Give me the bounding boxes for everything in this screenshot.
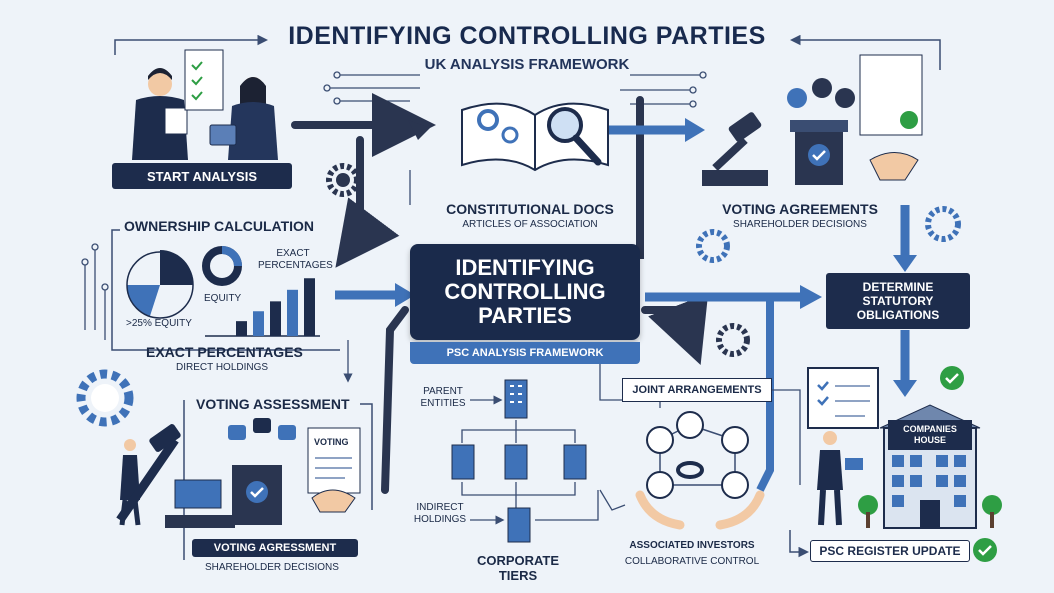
page-title: IDENTIFYING CONTROLLING PARTIES xyxy=(288,22,766,50)
voting-agreements-title: VOTING AGREEMENTS xyxy=(722,201,878,217)
title-arrows xyxy=(114,34,941,70)
psc-register-update-label: PSC REGISTER UPDATE xyxy=(810,540,970,562)
companies-house-illustration xyxy=(789,366,1002,562)
central-node: IDENTIFYING CONTROLLING PARTIES xyxy=(410,244,640,340)
gear-icons xyxy=(76,163,961,427)
central-node-title: IDENTIFYING CONTROLLING PARTIES xyxy=(444,255,606,328)
threshold-label: >25% EQUITY xyxy=(126,318,192,329)
central-node-band: PSC ANALYSIS FRAMEWORK xyxy=(410,342,640,364)
ownership-title: OWNERSHIP CALCULATION xyxy=(124,218,315,234)
corporate-tiers-tree xyxy=(451,379,599,543)
companies-house-sign: COMPANIES HOUSE xyxy=(888,420,972,450)
constitutional-docs-title: CONSTITUTIONAL DOCS xyxy=(446,201,614,217)
indirect-holdings-label: INDIRECT HOLDINGS xyxy=(413,502,467,525)
constitutional-docs-subtitle: ARTICLES OF ASSOCIATION xyxy=(462,219,598,230)
associated-investors-label: ASSOCIATED INVESTORS xyxy=(629,540,755,551)
voting-agreement-pill: VOTING AGRESSMENT xyxy=(192,539,358,557)
voting-agreements-subtitle: SHAREHOLDER DECISIONS xyxy=(733,219,867,230)
equity-bar xyxy=(287,289,298,336)
businesspeople-illustration xyxy=(132,49,278,160)
voting-shareholder-decisions: SHAREHOLDER DECISIONS xyxy=(205,562,339,573)
joint-arrangements-label: JOINT ARRANGEMENTS xyxy=(622,378,772,402)
arrow-heads xyxy=(395,118,917,397)
blue-arrows xyxy=(335,125,910,492)
parent-entities-label: PARENT ENTITIES xyxy=(420,386,466,409)
equity-label: EQUITY xyxy=(204,293,242,304)
gavel-podium-illustration xyxy=(702,54,923,186)
equity-bars xyxy=(236,278,315,336)
equity-bar xyxy=(270,301,281,336)
statutory-obligations-box: DETERMINE STATUTORY OBLIGATIONS xyxy=(826,273,970,329)
exact-percentages-label: EXACT PERCENTAGES xyxy=(258,248,333,271)
voting-assessment-panel xyxy=(116,400,373,560)
direct-holdings-label: DIRECT HOLDINGS xyxy=(176,362,269,373)
corporate-tiers-label: CORPORATE TIERS xyxy=(476,553,560,583)
equity-bar xyxy=(304,278,315,336)
equity-bar xyxy=(253,311,264,336)
page-subtitle: UK ANALYSIS FRAMEWORK xyxy=(424,56,630,73)
start-analysis-banner: START ANALYSIS xyxy=(112,163,292,189)
connector-lines xyxy=(343,170,622,401)
ownership-panel xyxy=(111,229,340,351)
voting-doc-label: VOTING xyxy=(314,437,349,447)
voting-assessment-title: VOTING ASSESSMENT xyxy=(196,396,350,412)
book-illustration xyxy=(461,102,609,172)
collaborative-control-label: COLLABORATIVE CONTROL xyxy=(624,556,760,567)
equity-bar xyxy=(236,321,247,336)
exact-percentages-title: EXACT PERCENTAGES xyxy=(146,344,303,360)
